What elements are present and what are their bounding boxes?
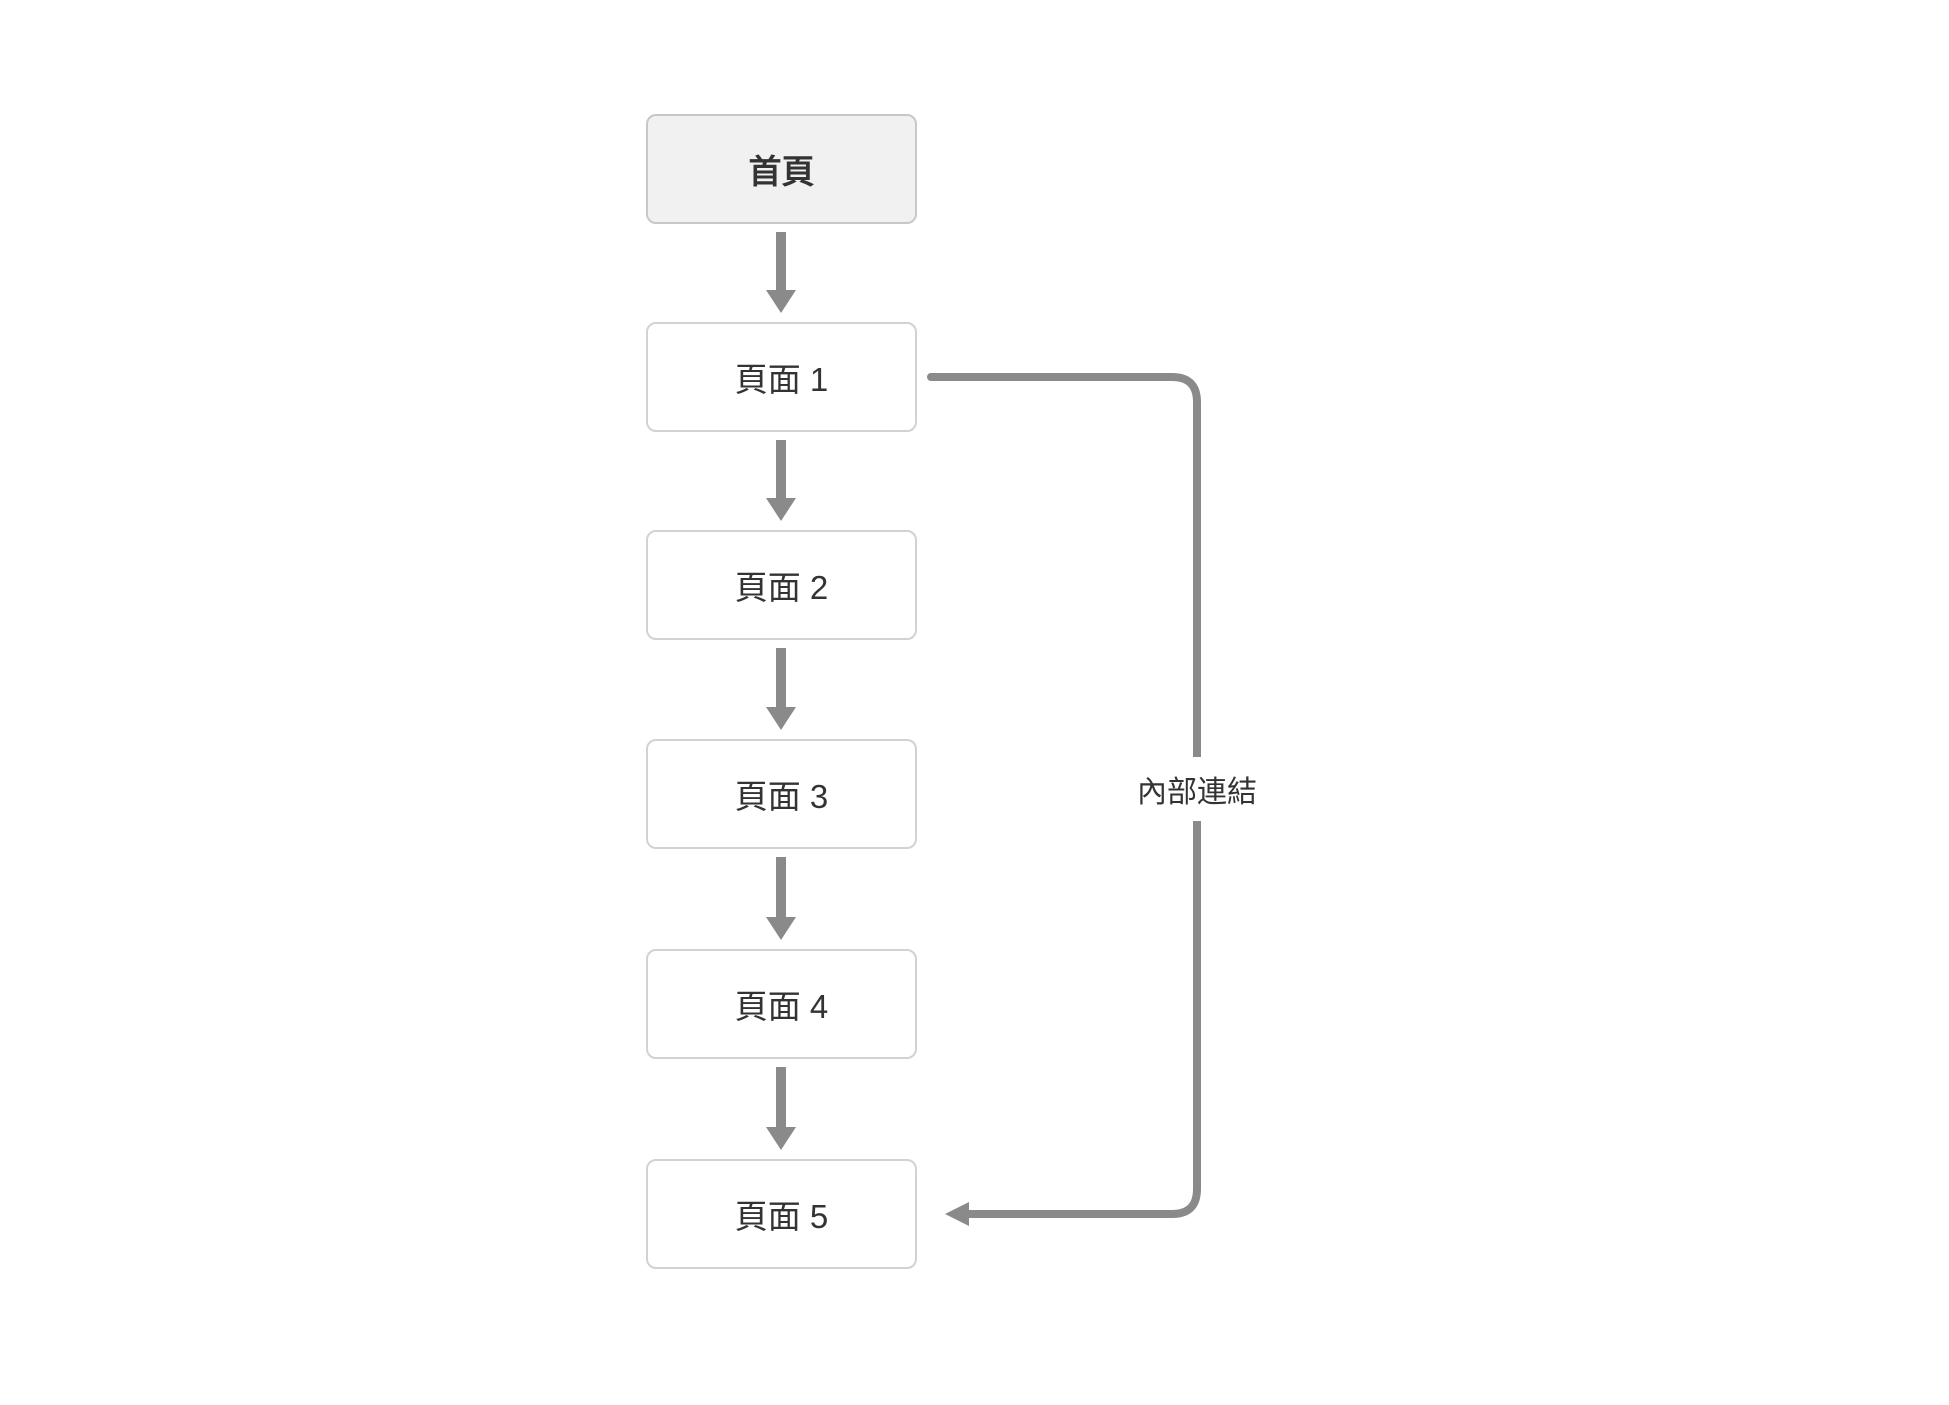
node-home-label: 首頁 bbox=[748, 153, 815, 190]
node-page-4: 頁面 4 bbox=[646, 949, 917, 1059]
arrow-page2-to-page3 bbox=[766, 648, 796, 730]
arrow-page3-to-page4 bbox=[766, 857, 796, 940]
edge-label-internal-link: 內部連結 bbox=[1133, 757, 1261, 821]
node-page-3: 頁面 3 bbox=[646, 739, 917, 849]
arrow-page1-to-page2 bbox=[766, 440, 796, 521]
node-home: 首頁 bbox=[646, 114, 917, 224]
node-page-4-label: 頁面 4 bbox=[734, 988, 829, 1025]
arrow-home-to-page1 bbox=[766, 232, 796, 313]
node-page-2-label: 頁面 2 bbox=[734, 569, 829, 606]
arrow-page4-to-page5 bbox=[766, 1067, 796, 1150]
node-page-2: 頁面 2 bbox=[646, 530, 917, 640]
node-page-1-label: 頁面 1 bbox=[734, 361, 829, 398]
node-page-1: 頁面 1 bbox=[646, 322, 917, 432]
node-page-3-label: 頁面 3 bbox=[734, 778, 829, 815]
node-page-5-label: 頁面 5 bbox=[734, 1198, 829, 1235]
node-page-5: 頁面 5 bbox=[646, 1159, 917, 1269]
